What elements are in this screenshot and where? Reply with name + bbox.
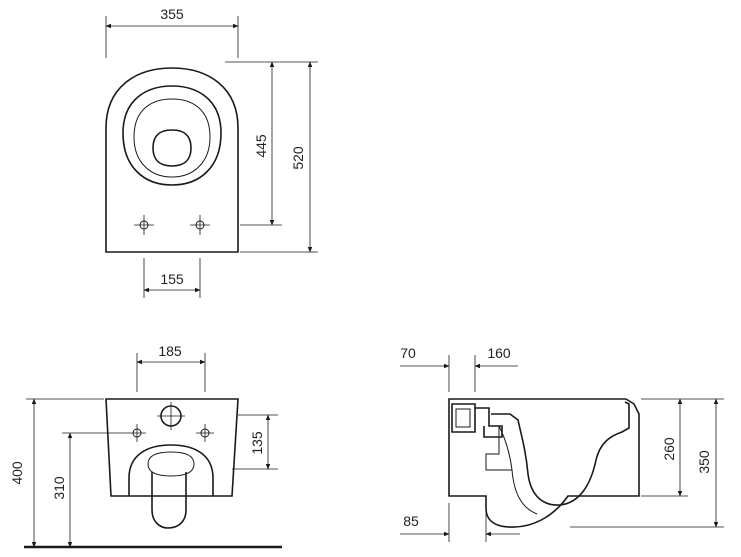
dimension-outlet-height-label: 310	[51, 476, 67, 500]
dimension-length-to-holes-label: 445	[253, 134, 269, 158]
side-view-trap-inner	[485, 425, 513, 471]
top-view-rim	[122, 85, 222, 186]
dimension-length-total-label: 520	[290, 146, 306, 170]
mounting-hole-right-icon	[190, 215, 210, 235]
top-view-outline	[105, 67, 239, 253]
dimension-bolt-height-label: 135	[249, 431, 265, 455]
dimension-length-to-holes: 445	[225, 61, 282, 226]
outlet-ring	[128, 444, 214, 496]
dimension-inlet-offset: 70	[400, 345, 450, 392]
dimension-hole-spacing: 155	[143, 258, 201, 298]
top-view: 355 445 520 155	[105, 6, 318, 298]
dimension-connector-offset-label: 160	[487, 345, 511, 361]
side-view-inlet-inner	[455, 408, 471, 428]
side-view: 70 160 85 260 350	[400, 345, 724, 542]
dimension-rim-height: 260	[641, 398, 688, 497]
dimension-width: 355	[105, 6, 239, 58]
dimension-rim-height-label: 260	[661, 437, 677, 461]
side-view-inlet-connector	[451, 403, 503, 438]
front-view-outline	[105, 398, 239, 497]
dimension-connector-offset: 160	[474, 345, 518, 392]
dimension-total-height-label: 350	[696, 450, 712, 474]
side-view-outline	[448, 398, 640, 528]
dimension-length-total: 520	[240, 61, 318, 253]
top-view-rim-inner	[133, 98, 211, 178]
dimension-bolt-spacing-label: 185	[158, 343, 182, 359]
dimension-inlet-offset-label: 70	[400, 345, 416, 361]
mounting-hole-left-icon	[134, 215, 154, 235]
bolt-hole-left-icon	[128, 424, 146, 442]
front-view: 185 135 310 400	[9, 343, 282, 549]
side-view-water-channel	[511, 469, 538, 515]
top-view-outlet	[152, 129, 192, 167]
dimension-bolt-spacing: 185	[136, 343, 206, 392]
dimension-outlet-height: 310	[51, 432, 128, 548]
dimension-mount-height-label: 400	[9, 461, 25, 485]
dimension-outlet-offset-label: 85	[403, 513, 419, 529]
dimension-hole-spacing-label: 155	[160, 271, 184, 287]
dimension-width-label: 355	[160, 6, 184, 22]
side-view-trap	[491, 401, 630, 506]
outlet-ellipse	[147, 451, 195, 477]
bolt-hole-right-icon	[196, 424, 214, 442]
dimension-outlet-offset: 85	[400, 503, 520, 542]
outlet-pipe	[151, 472, 187, 529]
dimension-total-height: 350	[570, 398, 724, 528]
dimension-bolt-height: 135	[232, 414, 278, 470]
dimension-mount-height: 400	[9, 398, 104, 548]
